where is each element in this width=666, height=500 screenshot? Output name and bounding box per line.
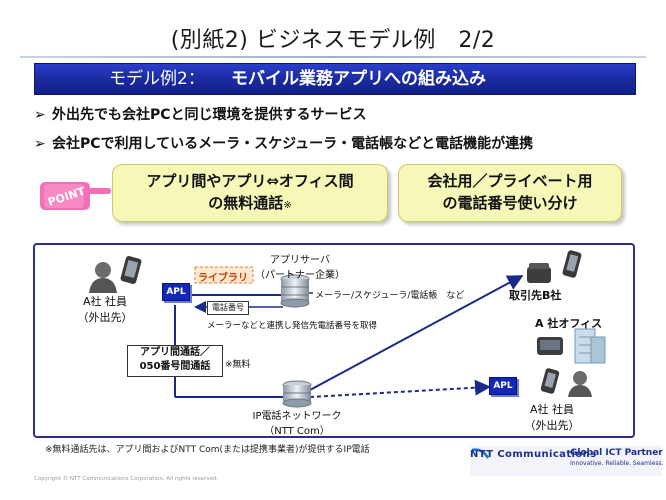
smartphone-icon <box>120 256 142 284</box>
brand-tagline: Global ICT Partner <box>570 448 663 458</box>
bullet-item: ➢ 会社PCで利用しているメーラ・スケジューラ・電話帳などと電話機能が連携 <box>34 133 533 153</box>
brand-name: NTT Communications <box>470 449 597 460</box>
desk-phone-icon <box>527 263 551 283</box>
feature-line: の電話番号使い分け <box>442 194 578 212</box>
feature-footnote-mark: ※ <box>283 200 292 211</box>
network-server-icon <box>282 380 312 408</box>
office-building-icon <box>574 328 606 364</box>
apl-badge: APL <box>162 283 190 301</box>
banner-text: モバイル業務アプリへの組み込み <box>231 69 486 89</box>
feature-line: アプリ間やアプリ⇔オフィス間 <box>146 172 354 190</box>
ntt-communications-logo <box>470 446 662 476</box>
bullet-text: 会社PCで利用しているメーラ・スケジューラ・電話帳などと電話機能が連携 <box>52 136 534 152</box>
bullet-item: ➢ 外出先でも会社PCと同じ環境を提供するサービス <box>34 104 367 124</box>
copyright: Copyright © NTT Communications Corporati… <box>34 476 219 482</box>
diagram-connectors <box>89 250 606 408</box>
banner-prefix: モデル例2： <box>109 69 205 89</box>
slide-title: (別紙2) ビジネスモデル例 2/2 <box>170 28 496 53</box>
feature-line: の無料通話※ <box>208 194 292 212</box>
person-icon <box>568 371 592 397</box>
app-server-label: アプリサーバ（パートナー企業） <box>255 255 345 281</box>
bullet-text: 外出先でも会社PCと同じ環境を提供するサービス <box>52 107 367 123</box>
company-a-user-2-label: A社 社員（外出先） <box>524 403 580 432</box>
library-label: ライブラリ <box>198 273 248 284</box>
model-banner: モデル例2： モバイル業務アプリへの組み込み <box>34 63 636 95</box>
client-b-label: 取引先B社 <box>509 289 562 302</box>
server-icon <box>280 274 310 308</box>
feature-card-number-separation: 会社用／プライベート用 の電話番号使い分け <box>398 164 622 222</box>
arrow-bullet-icon: ➢ <box>34 107 46 123</box>
feature-card-free-calls: アプリ間やアプリ⇔オフィス間 の無料通話※ <box>112 164 388 222</box>
smartphone-icon <box>562 250 582 278</box>
arrow-bullet-icon: ➢ <box>34 136 46 152</box>
company-a-user-label: A社 社員（外出先） <box>77 295 133 324</box>
person-icon <box>89 262 117 293</box>
company-a-office-label: A 社オフィス <box>535 317 603 330</box>
brand-subtagline: Innovative. Reliable. Seamless. <box>570 460 664 467</box>
footnote: ※無料通話先は、アプリ間およびNTT Com(または提携事業者)が提供するIP電… <box>45 445 370 455</box>
server-services-label: メーラー/スケジューラ/電話帳 など <box>315 291 465 301</box>
feature-line: 会社用／プライベート用 <box>427 172 593 190</box>
free-note: ※無料 <box>225 360 251 370</box>
point-hand-icon: POINT <box>40 182 111 210</box>
integration-note: メーラーなどと連携し発信先電話番号を取得 <box>207 321 378 331</box>
phone-number-tag: 電話番号 <box>207 301 249 315</box>
smartphone-icon <box>540 368 560 394</box>
apl-badge: APL <box>489 377 517 395</box>
desk-phone-icon <box>537 337 563 355</box>
title-divider <box>20 56 646 58</box>
call-type-box: アプリ間通話／050番号間通話 <box>127 345 223 377</box>
ip-network-label: IP電話ネットワーク（NTT Com） <box>252 411 342 437</box>
service-diagram: APL APL A社 社員（外出先） ライブラリ アプリサーバ（パートナー企業）… <box>33 243 635 438</box>
